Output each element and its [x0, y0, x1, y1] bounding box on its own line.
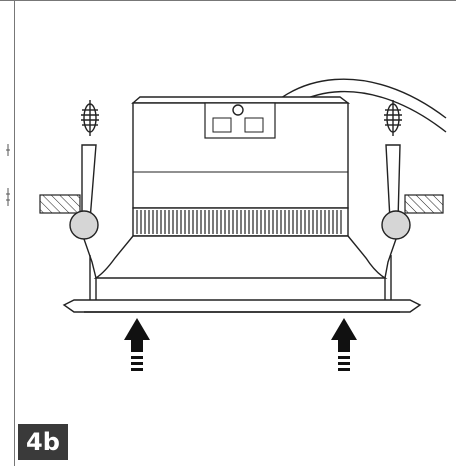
spring-clip-right	[381, 100, 411, 279]
spring-clip-left	[69, 100, 99, 279]
ceiling-panel-right	[404, 194, 444, 214]
ceiling-panel-left	[39, 194, 81, 214]
push-arrow-right	[331, 318, 357, 371]
downlight-housing	[131, 96, 351, 209]
push-arrow-left	[124, 318, 150, 371]
reflector-body	[89, 235, 392, 300]
step-label-badge: 4b	[18, 424, 68, 460]
trim-ring	[62, 299, 422, 313]
heat-sink-fins	[136, 210, 342, 234]
margin-marks	[6, 144, 10, 206]
